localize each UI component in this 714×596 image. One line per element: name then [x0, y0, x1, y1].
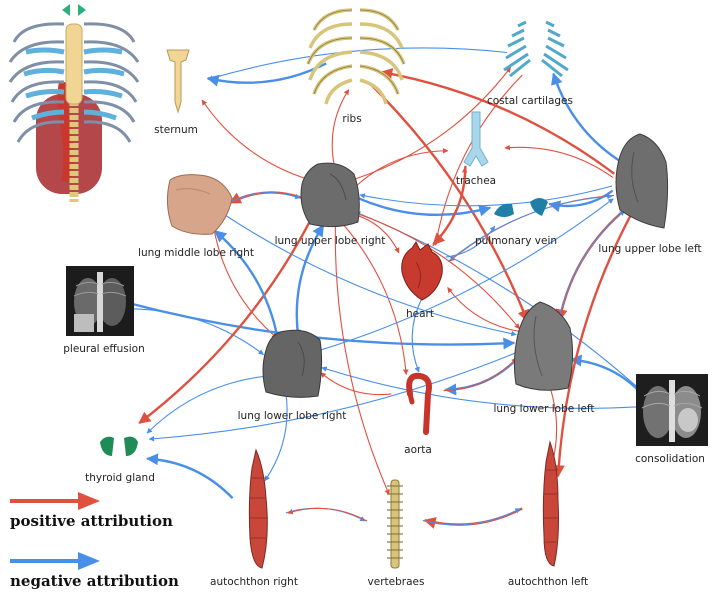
- legend-negative-label: negative attribution: [10, 572, 179, 590]
- edge-lul-to-trachea: [504, 144, 614, 179]
- edge-lur-to-aorta: [340, 221, 409, 375]
- edge-pe-to-llr: [126, 308, 264, 355]
- node-label-lung-upper-lobe-right: lung upper lobe right: [274, 235, 386, 247]
- edge-lur-to-ribs: [331, 89, 350, 169]
- edge-lml-to-lur: [227, 192, 301, 204]
- node-label-autochthon-right: autochthon right: [210, 576, 298, 588]
- negative-arrow-icon: [10, 552, 100, 570]
- edge-pe-to-lll: [127, 301, 516, 350]
- node-label-pleural-effusion: pleural effusion: [63, 343, 145, 355]
- edge-al-to-vert: [423, 507, 523, 529]
- torso-overview-icon: [8, 4, 140, 202]
- node-label-sternum: sternum: [154, 124, 198, 136]
- consolidation-xray-icon: [636, 374, 708, 446]
- node-label-consolidation: consolidation: [635, 453, 705, 465]
- node-label-autochthon-left: autochthon left: [507, 576, 589, 588]
- edge-lur-to-sternum: [201, 99, 308, 180]
- node-label-lung-lower-lobe-right: lung lower lobe right: [237, 410, 347, 422]
- edge-costal-to-heart: [433, 74, 523, 246]
- edge-lll-to-lul: [557, 210, 626, 323]
- autochthon-right-icon: [248, 448, 268, 569]
- edge-vert-to-al: [422, 508, 521, 526]
- edge-aorta-to-lll: [443, 357, 517, 392]
- edge-lur-to-vert: [334, 223, 390, 496]
- node-label-heart: heart: [406, 308, 434, 320]
- edge-lll-to-aorta: [444, 356, 520, 396]
- lung-lower-lobe-left-icon: [513, 301, 574, 391]
- edge-cons-to-llr: [321, 366, 643, 409]
- legend-positive-label: positive attribution: [10, 512, 173, 530]
- costal-cartilages-icon: [503, 20, 569, 78]
- edge-lul-to-lur: [359, 185, 613, 207]
- ribs-icon: [306, 8, 406, 105]
- edge-llr-to-lml: [214, 230, 280, 340]
- edge-llr-to-ar: [264, 391, 288, 482]
- sternum-icon: [166, 49, 190, 114]
- edge-vert-to-ar: [287, 507, 368, 522]
- lung-upper-lobe-right-icon: [300, 162, 360, 228]
- edge-lul-to-al: [552, 211, 634, 478]
- edge-lll-to-heart: [447, 287, 521, 333]
- lung-lower-lobe-right-icon: [262, 329, 323, 398]
- edge-heart-to-aorta: [411, 299, 422, 373]
- edge-lur-to-pv: [357, 196, 492, 217]
- aorta-icon: [406, 372, 432, 435]
- edge-lul-to-ribs: [380, 68, 616, 175]
- edge-heart-to-trachea: [432, 167, 468, 247]
- edge-llr-to-thy: [146, 375, 267, 434]
- edge-lul-to-costal: [551, 72, 624, 164]
- edge-lml-to-llr: [213, 229, 278, 339]
- node-label-lung-middle-lobe-right: lung middle lobe right: [138, 247, 254, 259]
- node-label-lung-upper-lobe-left: lung upper lobe left: [598, 243, 702, 255]
- edge-costal-to-sternum: [207, 47, 508, 81]
- node-label-vertebraes: vertebraes: [367, 576, 425, 588]
- edge-lll-to-thy: [148, 351, 517, 442]
- trachea-icon: [463, 111, 489, 167]
- thyroid-gland-icon: [100, 436, 138, 456]
- edge-cons-to-lll: [569, 354, 646, 399]
- edge-llr-to-lur: [295, 224, 325, 337]
- vertebraes-icon: [387, 479, 403, 569]
- edge-lur-to-thy: [138, 216, 314, 424]
- node-label-costal-cartilages: costal cartilages: [487, 95, 573, 107]
- node-label-thyroid-gland: thyroid gland: [85, 472, 155, 484]
- node-label-ribs: ribs: [342, 113, 362, 125]
- pulmonary-vein-icon: [494, 198, 548, 217]
- lung-middle-lobe-right-icon: [166, 174, 233, 235]
- autochthon-left-icon: [542, 440, 559, 567]
- node-label-pulmonary-vein: pulmonary vein: [474, 235, 558, 247]
- edge-llr-to-lul: [316, 198, 614, 352]
- pleural-effusion-xray-icon: [66, 266, 134, 336]
- lung-upper-lobe-left-icon: [615, 133, 669, 229]
- node-label-aorta: aorta: [404, 444, 432, 456]
- edge-lur-to-trachea: [355, 148, 449, 187]
- edge-lur-to-lll: [352, 211, 520, 330]
- node-label-trachea: trachea: [455, 175, 497, 187]
- edge-ar-to-thy: [146, 453, 234, 500]
- positive-arrow-icon: [10, 492, 100, 510]
- heart-icon: [401, 241, 443, 301]
- edge-lml-to-lll: [225, 215, 517, 337]
- node-label-lung-lower-lobe-left: lung lower lobe left: [493, 403, 595, 415]
- edge-heart-to-lul: [447, 193, 613, 263]
